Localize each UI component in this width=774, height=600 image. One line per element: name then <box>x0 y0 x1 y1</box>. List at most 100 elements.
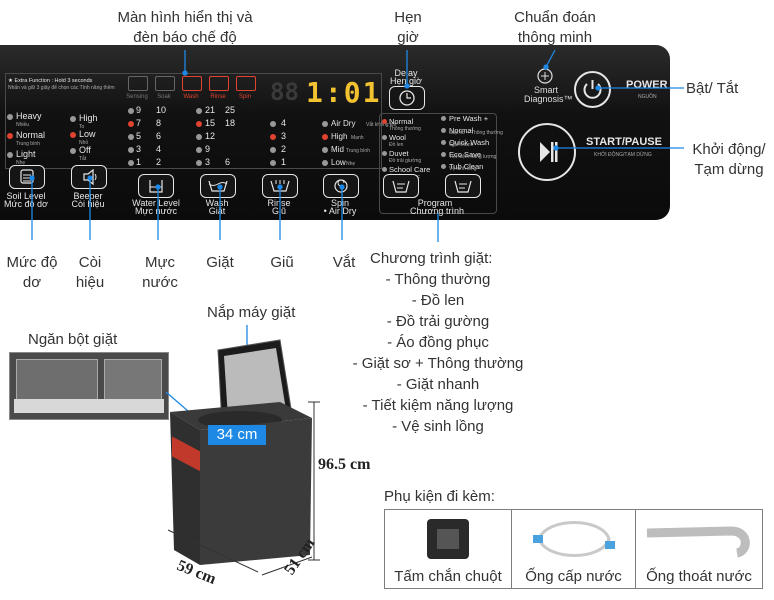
indicator-dot <box>7 114 13 120</box>
program-callout-item: - Đồ trải gường <box>386 313 490 330</box>
program-sub: Tiết kiệm năng lượng <box>449 154 497 160</box>
beeper-level-sub: Tắt <box>79 156 87 162</box>
start-pause-sublabel: KHỞI ĐỘNG/TẠM DỪNG <box>594 152 652 158</box>
spin-icon <box>334 179 348 193</box>
program-name: Quick Wash <box>449 138 490 147</box>
drain-hose-icon <box>646 526 750 558</box>
stage-icon <box>182 76 202 91</box>
indicator-dot <box>270 121 276 127</box>
indicator-dot <box>7 133 13 139</box>
soil-level-label: Soil Level <box>6 191 46 201</box>
program-label: Program <box>417 198 453 208</box>
program-name: Duvet <box>389 149 409 158</box>
accessories-title: Phụ kiện đi kèm: <box>384 488 495 505</box>
washing-machine-image <box>170 339 312 565</box>
water-level-value: 10 <box>156 105 167 115</box>
program-sub: Giặt sơ + Thông thường <box>449 130 503 136</box>
indicator-dot <box>128 147 134 153</box>
stage-icon <box>236 76 256 91</box>
program-name: Tub Clean <box>449 162 484 171</box>
stage-icon <box>155 76 175 91</box>
indicator-dot <box>322 160 328 166</box>
wash-time-value: 15 <box>205 118 216 128</box>
program-callout-item: - Giặt sơ + Thông thường <box>352 355 524 372</box>
spin-label: Spin <box>330 198 349 208</box>
program-callout-item: - Vệ sinh lồng <box>392 418 484 435</box>
accessory-label: Ống cấp nước <box>525 568 622 585</box>
program-name: Eco Save <box>449 150 482 159</box>
wash-time-value: 18 <box>225 118 236 128</box>
wash-label: Wash <box>205 198 229 208</box>
rinse-value: 1 <box>281 157 287 167</box>
program-sub: Giặt nhanh <box>449 142 474 148</box>
program-sub: Thông thường <box>389 126 421 132</box>
program-sublabel: Chương trình <box>410 206 464 216</box>
indicator-dot <box>70 116 76 122</box>
beeper-level-text: Off <box>79 145 91 155</box>
rinse-value: 3 <box>281 131 287 141</box>
spin-sub: Vắt không khí <box>366 122 397 128</box>
indicator-dot <box>128 108 134 114</box>
power-callout: Bật/ Tắt <box>686 80 739 97</box>
indicator-dot <box>441 140 446 145</box>
start-pause-button[interactable] <box>518 123 576 181</box>
wash-time-value: 9 <box>205 144 211 154</box>
wash-callout: Giặt <box>206 254 234 271</box>
beeper-sublabel: Còi hiệu <box>71 199 105 209</box>
extra-function-text: ★ Extra Function : Hold 3 seconds <box>8 78 93 84</box>
soil-level-sub: Nhẹ <box>16 160 26 166</box>
spin-sublabel: • Air Dry <box>323 206 357 216</box>
indicator-dot <box>128 121 134 127</box>
stage-label: Wash <box>183 94 199 100</box>
indicator-dot <box>70 132 76 138</box>
drawer-callout: Ngăn bột giặt <box>28 331 118 348</box>
delay-label: Delay <box>394 68 418 78</box>
program-prev-button[interactable] <box>383 174 419 198</box>
wash-time-value: 6 <box>225 157 231 167</box>
wash-time-value: 25 <box>225 105 236 115</box>
spin-sub: Nhẹ <box>346 161 356 167</box>
indicator-dot <box>382 135 387 140</box>
rinse-value: 4 <box>281 118 287 128</box>
indicator-dot <box>270 134 276 140</box>
time-display: 88 1:01 <box>270 76 382 109</box>
indicator-dot <box>382 167 387 172</box>
spin-sub: Trung bình <box>346 148 370 154</box>
indicator-dot <box>196 147 202 153</box>
stage-label: Spin <box>238 94 251 100</box>
height-dimension: 96.5 cm <box>318 456 371 473</box>
indicator-dot <box>128 134 134 140</box>
indicator-dot <box>270 160 276 166</box>
accessory-label: Tấm chắn chuột <box>394 568 502 585</box>
stage-label: Rinse <box>210 94 226 100</box>
wash-icon <box>208 180 228 192</box>
indicator-dot <box>441 116 446 121</box>
water-level-value: 6 <box>156 131 162 141</box>
delay-sublabel: Hẹn giờ <box>390 76 422 86</box>
spin-value: Low <box>331 158 346 167</box>
indicator-dot <box>196 108 202 114</box>
extra-function-sub: Nhấn và giữ 3 giây để chọn các Tính năng… <box>8 85 115 91</box>
program-sub: Vệ sinh lồng <box>449 166 477 172</box>
water-level-value: 9 <box>136 105 142 115</box>
lid-callout: Nắp máy giặt <box>207 304 296 321</box>
soil-level-button[interactable] <box>9 165 45 189</box>
tub-diameter-badge: 34 cm <box>208 425 266 445</box>
indicator-dot <box>270 147 276 153</box>
program-callout-item: - Áo đồng phục <box>387 334 489 351</box>
delay-button[interactable] <box>389 86 425 110</box>
program-icon <box>392 180 410 193</box>
program-next-button[interactable] <box>445 174 481 198</box>
soil-level-sub: Nhiều <box>16 122 30 128</box>
indicator-dot <box>382 151 387 156</box>
soil-level-sublabel: Mức độ dơ <box>4 199 48 209</box>
rinse-value: 2 <box>281 144 287 154</box>
display-frame <box>5 73 382 169</box>
stage-label: Soak <box>157 94 171 100</box>
beeper-level-text: Low <box>79 129 96 139</box>
program-sub: Đồ trải giường <box>389 158 422 164</box>
